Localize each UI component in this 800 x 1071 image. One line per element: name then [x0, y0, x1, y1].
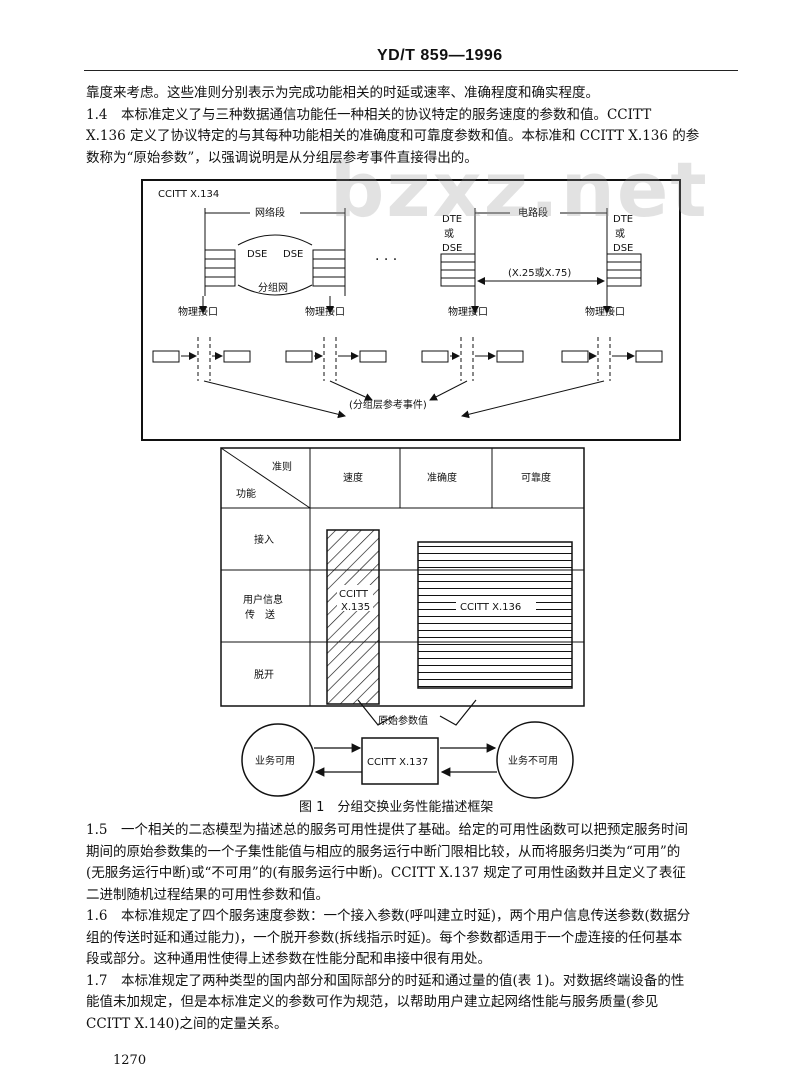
function-header: 功能: [236, 487, 256, 500]
dse-right: DSE: [283, 249, 303, 260]
packet-network-label: 分组网: [258, 281, 288, 294]
paragraph-line: 1.5 一个相关的二态模型为描述总的服务可用性提供了基础。给定的可用性函数可以把…: [86, 822, 688, 838]
dte-left-2: 或: [444, 228, 454, 240]
x135-hatched-block: [326, 529, 380, 705]
paragraph-line: 靠度来考虑。这些准则分别表示为完成功能相关的时延或速率、准确程度和确实程度。: [86, 85, 599, 101]
paragraph-line: 1.6 本标准规定了四个服务速度参数：一个接入参数(呼叫建立时延)，两个用户信息…: [86, 908, 691, 924]
column-speed: 速度: [343, 471, 363, 484]
paragraph-line: 数称为“原始参数”，以强调说明是从分组层参考事件直接得出的。: [86, 149, 478, 166]
x136-label: CCITT X.136: [460, 602, 521, 613]
figure-caption: 图 1 分组交换业务性能描述框架: [299, 799, 493, 815]
network-segment: [204, 208, 346, 296]
x137-box: [361, 737, 439, 785]
physical-interface-1: 物理接口: [178, 305, 218, 318]
reference-event-row: [152, 350, 663, 363]
physical-interface-2: 物理接口: [305, 305, 345, 318]
row-transfer: 用户信息传 送: [243, 593, 283, 621]
paragraph-line: (无服务运行中断)或“不可用”的(有服务运行中断)。CCITT X.137 规定…: [86, 865, 686, 881]
row-disengagement: 脱开: [254, 668, 274, 681]
standard-code-header: YD/T 859—1996: [377, 47, 503, 64]
x134-frame: [141, 179, 681, 441]
x137-label: CCITT X.137: [367, 757, 428, 768]
paragraph-line: 二进制随机过程结果的可用性参数和值。: [86, 886, 329, 903]
row-access: 接入: [254, 533, 274, 546]
physical-interface-4: 物理接口: [585, 305, 625, 318]
ellipsis: · · ·: [375, 252, 397, 268]
x135-label-line1: CCITT: [339, 589, 369, 600]
text-block-bottom: 1.5 一个相关的二态模型为描述总的服务可用性提供了基础。给定的可用性函数可以把…: [86, 820, 740, 1035]
x135-label-bg: [337, 585, 373, 611]
dse-left: DSE: [247, 249, 267, 260]
available-state: [241, 723, 315, 797]
paragraph-line: CCITT X.140)之间的定量关系。: [86, 1015, 288, 1032]
paragraph-line: 期间的原始参数集的一个子集性能值与相应的服务运行中断门限相比较，从而将服务归类为…: [86, 843, 681, 860]
network-segment-label: 网络段: [255, 206, 285, 219]
paragraph-line: 组的传送时延和通过能力)，一个脱开参数(拆线指示时延)。每个参数都适用于一个虚连…: [86, 929, 683, 946]
column-dependability: 可靠度: [521, 471, 551, 484]
physical-interface-3: 物理接口: [448, 305, 488, 318]
paragraph-line: 1.4 本标准定义了与三种数据通信功能任一种相关的协议特定的服务速度的参数和值。…: [86, 106, 652, 123]
dte-right-3: DSE: [613, 243, 633, 254]
dte-left-1: DTE: [442, 214, 462, 225]
text-block-top: 靠度来考虑。这些准则分别表示为完成功能相关的时延或速率、准确程度和确实程度。 1…: [86, 83, 740, 169]
header-rule: [84, 70, 738, 71]
x136-label-bg: [456, 598, 536, 614]
x25-x75-label: (X.25或X.75): [508, 267, 571, 279]
reference-events-label: (分组层参考事件): [349, 398, 427, 411]
x136-striped-block: [417, 541, 573, 689]
raw-params-label: 原始参数值: [378, 714, 428, 727]
x134-label: CCITT X.134: [158, 189, 219, 200]
circuit-segment-label: 电路段: [518, 206, 548, 219]
paragraph-line: X.136 定义了协议特定的与其每种功能相关的准确度和可靠度参数和值。本标准和 …: [86, 128, 700, 144]
paragraph-line: 能值未加规定，但是本标准定义的参数可作为规范，以帮助用户建立起网络性能与服务质量…: [86, 994, 659, 1010]
circuit-segment: [440, 208, 642, 296]
available-label: 业务可用: [255, 754, 295, 767]
x135-label-line2: X.135: [341, 602, 370, 613]
page-number: 1270: [113, 1053, 147, 1068]
dte-left-3: DSE: [442, 243, 462, 254]
figure-1-diagram: CCITT X.134 网络段 DSE DSE 分组网 · · · DTE 或 …: [141, 179, 681, 815]
column-accuracy: 准确度: [427, 471, 457, 484]
paragraph-line: 段或部分。这种通用性使得上述参数在性能分配和串接中很有用处。: [86, 951, 491, 967]
unavailable-state: [496, 721, 574, 799]
unavailable-label: 业务不可用: [508, 754, 558, 767]
performance-matrix: [220, 447, 585, 707]
dte-right-1: DTE: [613, 214, 633, 225]
dte-right-2: 或: [615, 228, 625, 240]
paragraph-line: 1.7 本标准规定了两种类型的国内部分和国际部分的时延和通过量的值(表 1)。对…: [86, 972, 685, 989]
criteria-header: 准则: [272, 460, 292, 473]
